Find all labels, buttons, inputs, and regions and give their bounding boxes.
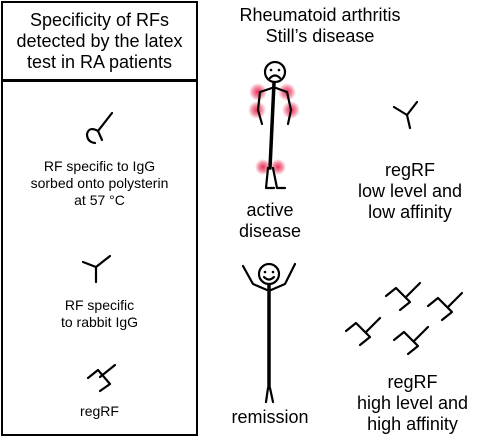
rf-polysterin-icon: [85, 111, 114, 145]
remission-head: [257, 262, 281, 286]
right-panel-title: Rheumatoid arthritis Still’s disease: [239, 5, 401, 46]
rf-igg-polysterin-label: RF specific to IgG sorbed onto polysteri…: [30, 158, 169, 208]
active-disease-label: active disease: [238, 200, 302, 241]
left-content-box: [1, 80, 198, 436]
remission-figure: [241, 262, 297, 404]
remission-label: remission: [231, 407, 309, 427]
left-regrf-icon: [86, 363, 117, 393]
left-panel-title: Specificity of RFs detected by the latex…: [16, 10, 183, 72]
left-regrf-label: regRF: [80, 403, 119, 419]
active-body: [268, 81, 276, 170]
active-disease-figure: [248, 60, 300, 190]
regrf-high-icon: [344, 281, 464, 356]
right-knee-inflammation: [270, 159, 286, 175]
regrf-low-label: regRF low level and low affinity: [357, 160, 463, 222]
regrf-low-icon: [392, 100, 419, 130]
regrf-high-label: regRF high level and high affinity: [356, 372, 469, 434]
left-shoulder-inflammation: [249, 83, 267, 101]
rf-rabbit-igg-icon: [81, 254, 112, 284]
rf-rabbit-igg-label: RF specific to rabbit IgG: [60, 297, 139, 330]
active-head: [263, 60, 287, 84]
